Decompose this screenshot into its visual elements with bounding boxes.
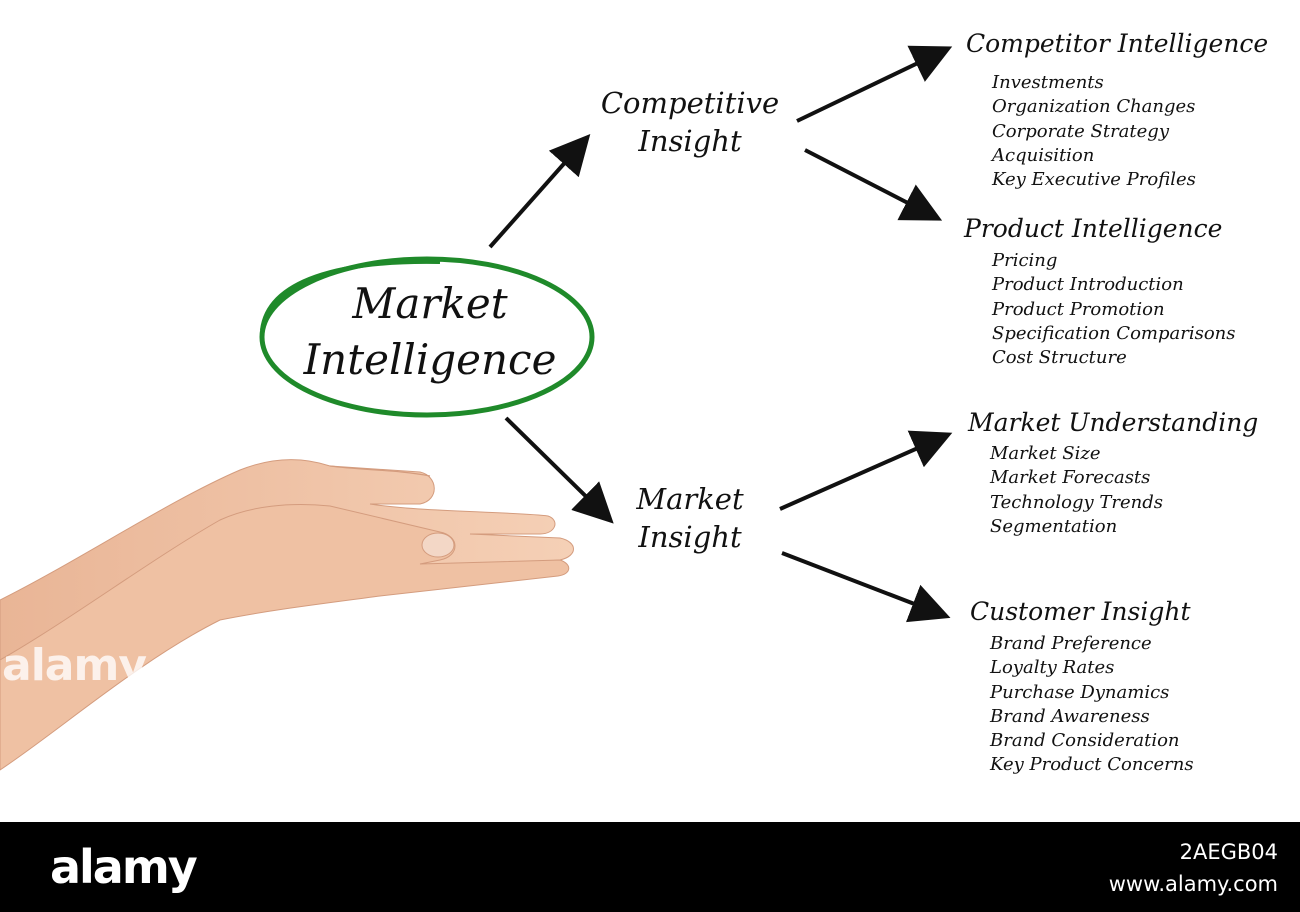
competitive-insight-node: Competitive Insight	[595, 84, 785, 160]
list-item: Brand Awareness	[990, 705, 1150, 727]
product-intelligence-list: Pricing Product Introduction Product Pro…	[992, 249, 1236, 370]
center-label-line1: Market	[352, 279, 508, 328]
product-intelligence-title: Product Intelligence	[964, 214, 1223, 243]
center-ellipse	[259, 256, 595, 418]
customer-insight-title: Customer Insight	[970, 597, 1191, 626]
list-item: Specification Comparisons	[992, 322, 1236, 344]
footer-bar: alamy 2AEGB04 www.alamy.com	[0, 822, 1300, 912]
list-item: Loyalty Rates	[990, 657, 1115, 679]
list-item: Market Forecasts	[990, 467, 1151, 489]
competitive-insight-line1: Competitive	[600, 86, 780, 120]
list-item: Product Promotion	[992, 298, 1165, 320]
arrow-competitive-to-product	[804, 148, 943, 221]
market-understanding-title: Market Understanding	[968, 408, 1259, 437]
market-insight-line1: Market	[636, 482, 744, 516]
list-item: Organization Changes	[992, 96, 1196, 118]
list-item: Key Product Concerns	[990, 754, 1194, 776]
market-understanding-list: Market Size Market Forecasts Technology …	[990, 442, 1163, 539]
arrow-competitive-to-competitor	[796, 45, 953, 123]
arrow-center-to-competitive	[488, 134, 591, 249]
list-item: Purchase Dynamics	[990, 681, 1170, 703]
list-item: Cost Structure	[992, 347, 1127, 369]
arrow-center-to-market	[504, 416, 614, 524]
competitive-insight-line2: Insight	[638, 124, 742, 158]
competitor-intelligence-list: Investments Organization Changes Corpora…	[992, 71, 1196, 192]
market-insight-node: Market Insight	[600, 480, 780, 556]
arrow-market-to-understanding	[779, 430, 953, 511]
customer-insight-list: Brand Preference Loyalty Rates Purchase …	[990, 632, 1194, 778]
list-item: Pricing	[992, 250, 1058, 271]
footer-image-id: 2AEGB04	[1179, 840, 1278, 864]
arrow-market-to-customer	[781, 551, 951, 623]
list-item: Segmentation	[990, 515, 1118, 537]
diagram-stage: Market Intelligence Competitive Insight …	[0, 29, 1269, 778]
diagram-canvas	[0, 45, 953, 771]
list-item: Technology Trends	[990, 491, 1163, 513]
market-insight-line2: Insight	[638, 520, 742, 554]
footer-url[interactable]: www.alamy.com	[1108, 872, 1278, 896]
competitor-intelligence-title: Competitor Intelligence	[966, 29, 1269, 58]
list-item: Investments	[992, 72, 1104, 93]
list-item: Brand Consideration	[990, 730, 1180, 752]
hands-illustration	[0, 459, 574, 771]
list-item: Brand Preference	[990, 633, 1152, 654]
center-node-label: Market Intelligence	[297, 276, 563, 388]
list-item: Key Executive Profiles	[992, 169, 1196, 191]
center-label-line2: Intelligence	[303, 335, 557, 384]
list-item: Market Size	[990, 443, 1101, 464]
list-item: Product Introduction	[992, 274, 1184, 296]
list-item: Acquisition	[992, 144, 1095, 166]
list-item: Corporate Strategy	[992, 120, 1169, 142]
watermark-text: alamy	[2, 640, 147, 691]
footer-logo: alamy	[50, 840, 198, 894]
